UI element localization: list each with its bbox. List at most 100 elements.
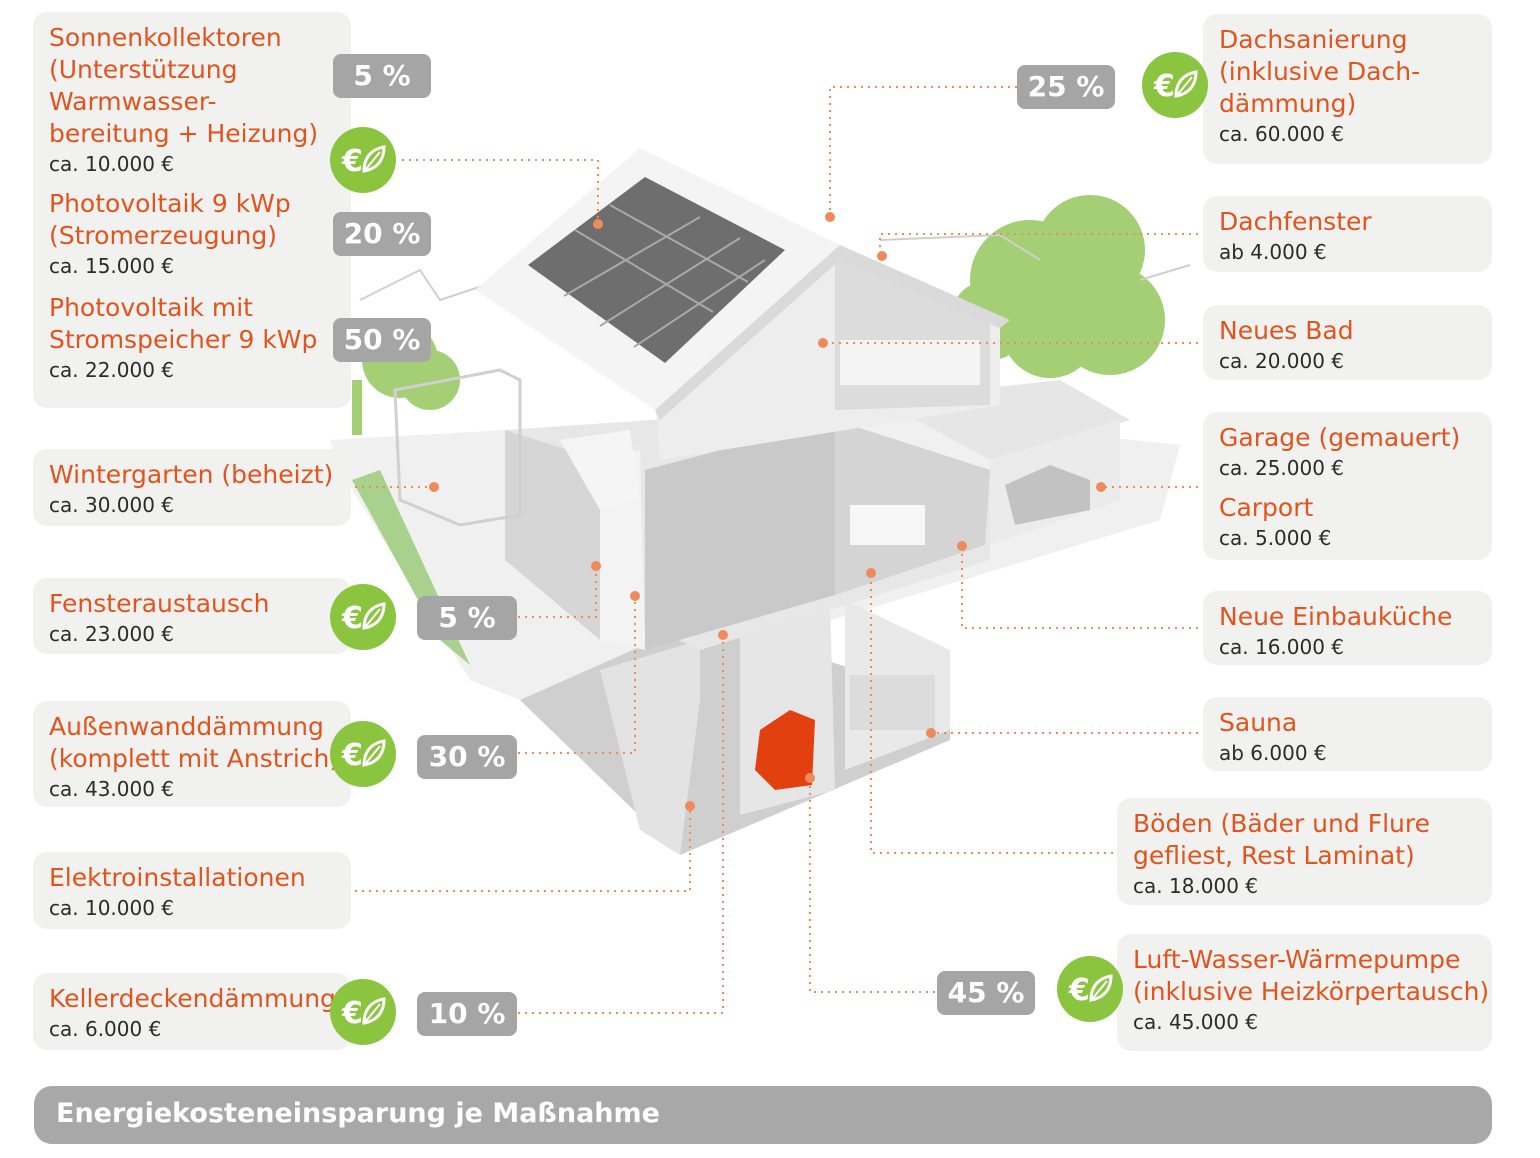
title-bad: Neues Bad [1219,316,1354,345]
title-photovoltaik-speicher-1: Photovoltaik mit [49,293,253,322]
price-dachsanierung: ca. 60.000 € [1219,122,1345,146]
title-dachfenster: Dachfenster [1219,207,1372,236]
title-sonnenkollektoren-4: bereitung + Heizung) [49,119,319,148]
bed [840,340,980,385]
card-aussenwand: Außenwanddämmung (komplett mit Anstrich)… [33,701,351,807]
leader-waermepumpe [809,778,935,993]
leader-fenster [518,566,597,618]
leader-dots [429,212,1106,811]
price-sonnenkollektoren: ca. 10.000 € [49,152,175,176]
title-dachsanierung-2: (inklusive Dach- [1219,57,1421,86]
savings-photovoltaik-speicher: 50 % [333,318,431,362]
card-waermepumpe: Luft-Wasser-Wärmepumpe (inklusive Heizkö… [1117,934,1492,1051]
savings-sonnenkollektoren: 5 % [333,54,431,98]
price-elektro: ca. 10.000 € [49,896,175,920]
savings-fensteraustausch: 5 % [417,596,517,640]
euro-leaf-icon: € [330,127,396,193]
title-sonnenkollektoren-1: Sonnenkollektoren [49,23,282,52]
svg-text:€: € [341,601,363,636]
price-bad: ca. 20.000 € [1219,349,1345,373]
card-sauna: Sauna ab 6.000 € [1203,697,1492,771]
card-boeden: Böden (Bäder und Flure gefliest, Rest La… [1117,798,1492,905]
price-carport: ca. 5.000 € [1219,526,1332,550]
euro-leaf-icon: € [330,584,396,650]
euro-leaf-icon: € [1057,956,1123,1022]
price-sauna: ab 6.000 € [1219,741,1327,765]
price-garage: ca. 25.000 € [1219,456,1345,480]
kitchen-island [850,505,925,545]
card-elektro: Elektroinstallationen ca. 10.000 € [33,852,351,929]
title-dachsanierung-3: dämmung) [1219,89,1357,118]
ground-floor-wall-front [505,430,600,640]
title-kueche: Neue Einbauküche [1219,602,1453,631]
card-bad: Neues Bad ca. 20.000 € [1203,305,1492,380]
price-fensteraustausch: ca. 23.000 € [49,622,175,646]
price-photovoltaik-speicher: ca. 22.000 € [49,358,175,382]
card-fensteraustausch: Fensteraustausch ca. 23.000 € [33,578,351,654]
wintergarden-frame [393,368,522,527]
title-dachsanierung-1: Dachsanierung [1219,25,1408,54]
title-photovoltaik-speicher-2: Stromspeicher 9 kWp [49,325,318,354]
savings-aussenwand: 30 % [417,735,517,779]
title-fensteraustausch: Fensteraustausch [49,589,270,618]
card-garage-carport: Garage (gemauert) ca. 25.000 € Carport c… [1203,412,1492,560]
solar-panels [528,177,785,363]
card-wintergarten: Wintergarten (beheizt) ca. 30.000 € [33,449,351,526]
solar-panel-grid [563,204,766,348]
svg-text:€: € [341,144,363,179]
price-aussenwand: ca. 43.000 € [49,777,175,801]
title-waermepumpe-1: Luft-Wasser-Wärmepumpe [1133,945,1461,974]
savings-photovoltaik: 20 % [333,212,431,256]
card-kueche: Neue Einbauküche ca. 16.000 € [1203,591,1492,665]
title-aussenwand-2: (komplett mit Anstrich) [49,744,340,773]
price-wintergarten: ca. 30.000 € [49,493,175,517]
staircase [560,430,640,510]
car [1005,465,1090,525]
leader-kellerdecke [518,636,724,1014]
basement-wall-left [600,640,700,855]
price-boeden: ca. 18.000 € [1133,874,1259,898]
price-photovoltaik: ca. 15.000 € [49,254,175,278]
title-garage: Garage (gemauert) [1219,423,1461,452]
card-dachsanierung: Dachsanierung (inklusive Dach- dämmung) … [1203,14,1492,164]
title-sonnenkollektoren-2: (Unterstützung [49,55,238,84]
sauna-bench [850,675,935,730]
title-boeden-2: gefliest, Rest Laminat) [1133,841,1415,870]
title-carport: Carport [1219,493,1314,522]
card-sonnenkollektoren: Sonnenkollektoren (Unterstützung Warmwas… [33,12,351,408]
svg-text:€: € [341,996,363,1031]
savings-kellerdecke: 10 % [417,992,517,1036]
price-kueche: ca. 16.000 € [1219,635,1345,659]
title-waermepumpe-2: (inklusive Heizkörpertausch) [1133,977,1490,1006]
euro-leaf-icon: € [330,721,396,787]
savings-dachsanierung: 25 % [1017,65,1115,109]
title-boeden-1: Böden (Bäder und Flure [1133,809,1430,838]
title-photovoltaik-2: (Stromerzeugung) [49,221,277,250]
title-elektro: Elektroinstallationen [49,863,306,892]
leader-lines [355,86,1205,1014]
title-wintergarten: Wintergarten (beheizt) [49,460,334,489]
roof-edge [655,245,1010,420]
heat-pump-unit [755,710,815,790]
card-dachfenster: Dachfenster ab 4.000 € [1203,196,1492,272]
euro-leaf-icon: € [330,979,396,1045]
savings-waermepumpe: 45 % [937,971,1035,1015]
svg-text:€: € [1153,69,1175,104]
title-sauna: Sauna [1219,708,1298,737]
card-kellerdecke: Kellerdeckendämmung ca. 6.000 € [33,973,351,1050]
svg-text:€: € [1068,973,1090,1008]
leader-dachsanierung [829,86,1017,216]
price-dachfenster: ab 4.000 € [1219,240,1327,264]
leader-boeden [870,573,1120,854]
ground-floor-room [645,420,835,650]
title-photovoltaik-1: Photovoltaik 9 kWp [49,189,291,218]
title-aussenwand-1: Außenwanddämmung [49,712,324,741]
footer-label: Energiekosteneinsparung je Maßnahme [56,1098,660,1129]
price-waermepumpe: ca. 45.000 € [1133,1010,1259,1034]
title-sonnenkollektoren-3: Warmwasser- [49,87,217,116]
title-kellerdecke: Kellerdeckendämmung [49,984,336,1013]
price-kellerdecke: ca. 6.000 € [49,1017,162,1041]
footer-bar: Energiekosteneinsparung je Maßnahme [34,1086,1492,1144]
euro-leaf-icon: € [1142,52,1208,118]
